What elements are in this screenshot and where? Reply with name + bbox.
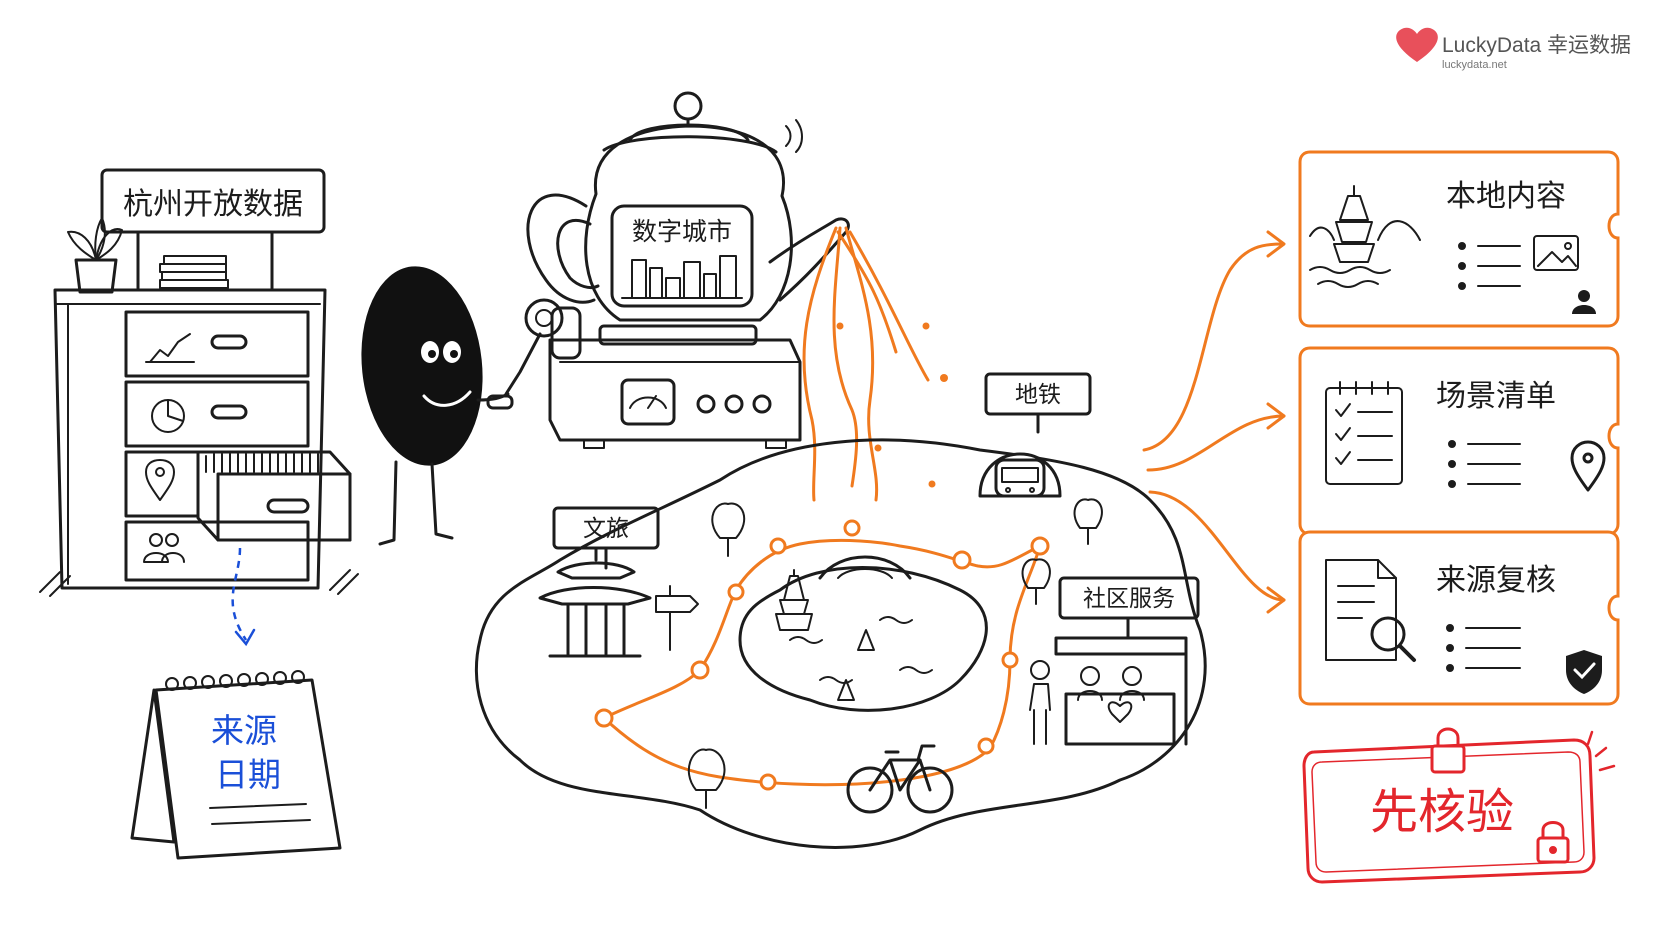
pagoda-icon [775,569,875,701]
drawer-pie[interactable] [124,380,310,448]
dashed-arrow-down [231,547,256,647]
teapot-window [610,204,754,308]
calendar-line2: 日期 [215,755,281,794]
tag-metro[interactable]: 地铁 [984,372,1092,434]
verify-first-stamp[interactable]: 先核验 [1302,727,1616,884]
tag-tourism[interactable]: 文旅 [552,506,660,570]
signpost-icon [655,585,699,651]
card-local-content[interactable]: 本地内容 [1298,150,1620,328]
document-search-icon [1325,559,1416,662]
data-stream [802,226,948,502]
filing-cabinet: 杭州开放数据 [39,168,359,597]
lock-icon [1430,727,1466,774]
card-scene-list-title: 场景清单 [1436,379,1556,414]
users-icon [143,533,185,563]
calendar: 来源 日期 [130,670,342,860]
teapot: 数字城市 [486,91,850,449]
cabinet-sign [100,168,326,234]
crank-handle[interactable] [486,298,582,410]
teapot-label: 数字城市 [632,217,732,246]
tag-community[interactable]: 社区服务 [1058,576,1200,640]
card-source-review-title: 来源复核 [1436,563,1556,598]
shield-check-icon [1566,650,1602,694]
stamp-label: 先核验 [1370,784,1514,840]
line-chart-icon [149,333,191,363]
map-pin-icon [1570,440,1606,492]
lock-icon [1536,821,1570,864]
tree-icon [687,498,1103,809]
image-icon [1533,235,1579,271]
card-scene-list[interactable]: 场景清单 [1298,346,1620,536]
pagoda-icon [1309,185,1421,288]
city-map: 文旅 地铁 社区服务 [474,372,1207,849]
drawer-open[interactable] [124,450,352,542]
city-skyline-icon [621,255,743,299]
cabinet-sign-label: 杭州开放数据 [123,187,303,222]
heart-logo-icon [1396,27,1438,62]
tag-tourism-label: 文旅 [583,516,629,542]
character [361,266,510,546]
pie-chart-icon [151,399,185,433]
community-kiosk-icon [1029,636,1188,746]
brand-url: luckydata.net [1442,59,1507,71]
paper-stack-icon [159,255,229,289]
tag-metro-label: 地铁 [1015,382,1061,408]
map-pin-icon [145,459,175,501]
tag-community-label: 社区服务 [1083,586,1175,612]
card-source-review[interactable]: 来源复核 [1298,530,1620,706]
card-local-content-title: 本地内容 [1446,179,1566,214]
checklist-icon [1325,381,1403,485]
metro-station-icon [978,452,1062,498]
pavilion-icon [538,546,652,658]
brand-logo[interactable]: LuckyData 幸运数据 luckydata.net [1396,27,1631,71]
flow-arrows [1142,230,1286,614]
brand-name: LuckyData 幸运数据 [1442,34,1631,57]
bicycle-icon [846,744,954,814]
character-body [361,266,483,466]
person-icon [1572,290,1596,314]
calendar-line1: 来源 [211,711,277,750]
stove-gauge [620,378,676,426]
plant-icon [67,217,123,294]
drawer-chart[interactable] [124,310,310,378]
drawer-users[interactable] [124,520,310,582]
